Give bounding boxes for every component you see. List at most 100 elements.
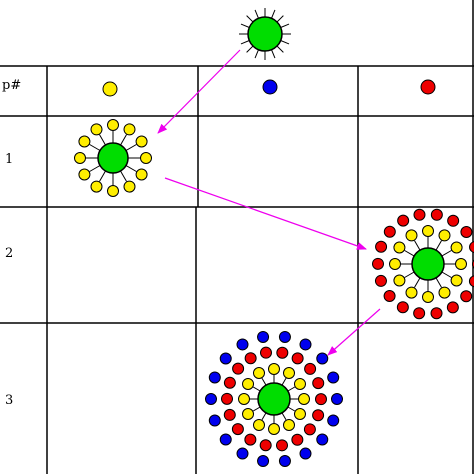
cluster-step-1-yellow-dot xyxy=(90,123,103,136)
cluster-step-3-blue-dot xyxy=(205,393,217,405)
cluster-step-3-yellow-dot xyxy=(238,393,250,405)
cluster-step-1-yellow-dot xyxy=(123,180,136,193)
cluster-step-3-yellow-dot xyxy=(242,408,255,420)
cluster-step-2-yellow-dot xyxy=(405,286,418,299)
cluster-step-2-yellow-dot xyxy=(438,286,451,299)
cluster-step-3-yellow-dot xyxy=(293,378,306,390)
cluster-step-3-red-dot xyxy=(223,408,236,421)
cluster-step-2-yellow-dot xyxy=(450,241,463,254)
cluster-step-3-red-dot xyxy=(231,423,244,436)
cluster-step-3-red-dot xyxy=(232,362,245,375)
cluster-step-2-red-dot xyxy=(383,290,396,303)
cluster-step-3-red-dot xyxy=(276,346,289,359)
cluster-step-1-yellow-dot xyxy=(78,168,91,181)
cluster-step-2-yellow-dot xyxy=(422,291,434,303)
cluster-step-2-red-dot xyxy=(372,257,385,270)
cluster-step-2-yellow-dot xyxy=(438,229,451,242)
cluster-step-3-red-dot xyxy=(223,376,236,389)
cluster-step-3-red-dot xyxy=(314,393,327,406)
header-red-dot xyxy=(420,79,436,95)
cluster-step-3-blue-dot xyxy=(208,371,221,384)
cluster-step-2-yellow-dot xyxy=(393,274,406,287)
cluster-step-3-blue-dot xyxy=(219,433,232,446)
cluster-step-2-yellow-dot xyxy=(455,258,467,270)
cluster-step-1-yellow-dot xyxy=(78,135,91,148)
cluster-step-3-blue-dot xyxy=(316,352,329,365)
cluster-step-2-red-dot xyxy=(374,274,387,287)
cluster-step-2-red-dot xyxy=(375,240,388,253)
cluster-step-2-core xyxy=(411,247,445,281)
cluster-step-2-red-dot xyxy=(447,214,460,227)
cluster-step-3-red-dot xyxy=(275,439,288,452)
cluster-step-3-blue-dot xyxy=(236,338,249,351)
cluster-step-3-red-dot xyxy=(244,433,257,446)
step-label-1: 1 xyxy=(5,152,13,167)
cluster-step-3-yellow-dot xyxy=(268,363,280,375)
cluster-step-1 xyxy=(74,119,152,197)
cluster-step-3-blue-dot xyxy=(236,447,249,460)
cluster-step-3-yellow-dot xyxy=(283,367,295,380)
cluster-step-3-yellow-dot xyxy=(298,393,310,405)
arrows-layer xyxy=(157,49,381,356)
cluster-step-3-blue-dot xyxy=(278,455,291,468)
cluster-step-3-red-dot xyxy=(304,362,317,375)
cluster-step-3-yellow-dot xyxy=(242,378,255,390)
cluster-step-3-blue-dot xyxy=(327,414,340,427)
cluster-step-3-blue-dot xyxy=(208,414,221,427)
cluster-step-1-yellow-dot xyxy=(90,180,103,193)
cluster-step-1-yellow-dot xyxy=(135,135,148,148)
cluster-step-3-red-dot xyxy=(244,352,257,365)
cluster-step-2-red-dot xyxy=(383,225,396,238)
cluster-step-2-red-dot xyxy=(396,301,409,314)
step-label-3: 3 xyxy=(5,393,13,408)
cluster-step-3-red-dot xyxy=(291,433,304,446)
cluster-step-2-yellow-dot xyxy=(450,274,463,287)
cluster-step-2-red-dot xyxy=(413,208,426,221)
cluster-step-3-blue-dot xyxy=(257,330,270,343)
arrow-step-2-to-step-3 xyxy=(327,308,381,356)
arrow-sun-to-step-1 xyxy=(157,49,241,134)
cluster-step-1-core xyxy=(97,142,129,174)
cluster-step-2-yellow-dot xyxy=(422,225,434,237)
cluster-step-3-red-dot xyxy=(260,346,273,359)
step-label-2: 2 xyxy=(5,246,13,261)
cluster-step-3-blue-dot xyxy=(299,338,312,351)
cluster-step-2-red-dot xyxy=(430,307,443,320)
cluster-step-3-red-dot xyxy=(291,352,304,365)
cluster-step-3-blue-dot xyxy=(331,393,343,405)
cluster-step-3-yellow-dot xyxy=(293,408,306,420)
cluster-step-3-yellow-dot xyxy=(253,367,265,380)
cluster-step-3-red-dot xyxy=(303,423,316,436)
cluster-step-1-yellow-dot xyxy=(74,152,86,164)
cluster-step-1-yellow-dot xyxy=(140,152,152,164)
cluster-step-3-yellow-dot xyxy=(253,418,265,431)
cluster-step-2 xyxy=(372,208,474,320)
cluster-step-2-yellow-dot xyxy=(405,229,418,242)
cluster-step-3-blue-dot xyxy=(327,371,340,384)
cluster-step-3-red-dot xyxy=(259,439,272,452)
cluster-step-1-yellow-dot xyxy=(123,123,136,136)
cluster-step-3-red-dot xyxy=(312,377,325,390)
header-label: p# xyxy=(2,78,21,93)
header-blue-dot xyxy=(262,79,278,95)
cluster-step-2-red-dot xyxy=(460,290,473,303)
cluster-step-3-yellow-dot xyxy=(283,418,295,431)
seed-sun xyxy=(239,8,291,60)
cluster-step-3-blue-dot xyxy=(257,455,270,468)
cluster-step-2-red-dot xyxy=(460,225,473,238)
cluster-step-1-yellow-dot xyxy=(135,168,148,181)
cluster-step-3-blue-dot xyxy=(316,433,329,446)
seed-sun-core xyxy=(247,16,283,52)
arrow-step-1-to-step-2 xyxy=(164,177,367,250)
cluster-step-1-yellow-dot xyxy=(107,119,119,131)
cluster-step-3-blue-dot xyxy=(278,330,291,343)
clusters-layer xyxy=(74,8,474,468)
cluster-step-3-yellow-dot xyxy=(268,423,280,435)
cluster-step-1-yellow-dot xyxy=(107,185,119,197)
cluster-step-2-red-dot xyxy=(413,307,426,320)
cluster-step-3-red-dot xyxy=(312,409,325,422)
cluster-step-2-red-dot xyxy=(469,241,474,253)
cluster-step-2-yellow-dot xyxy=(393,241,406,254)
